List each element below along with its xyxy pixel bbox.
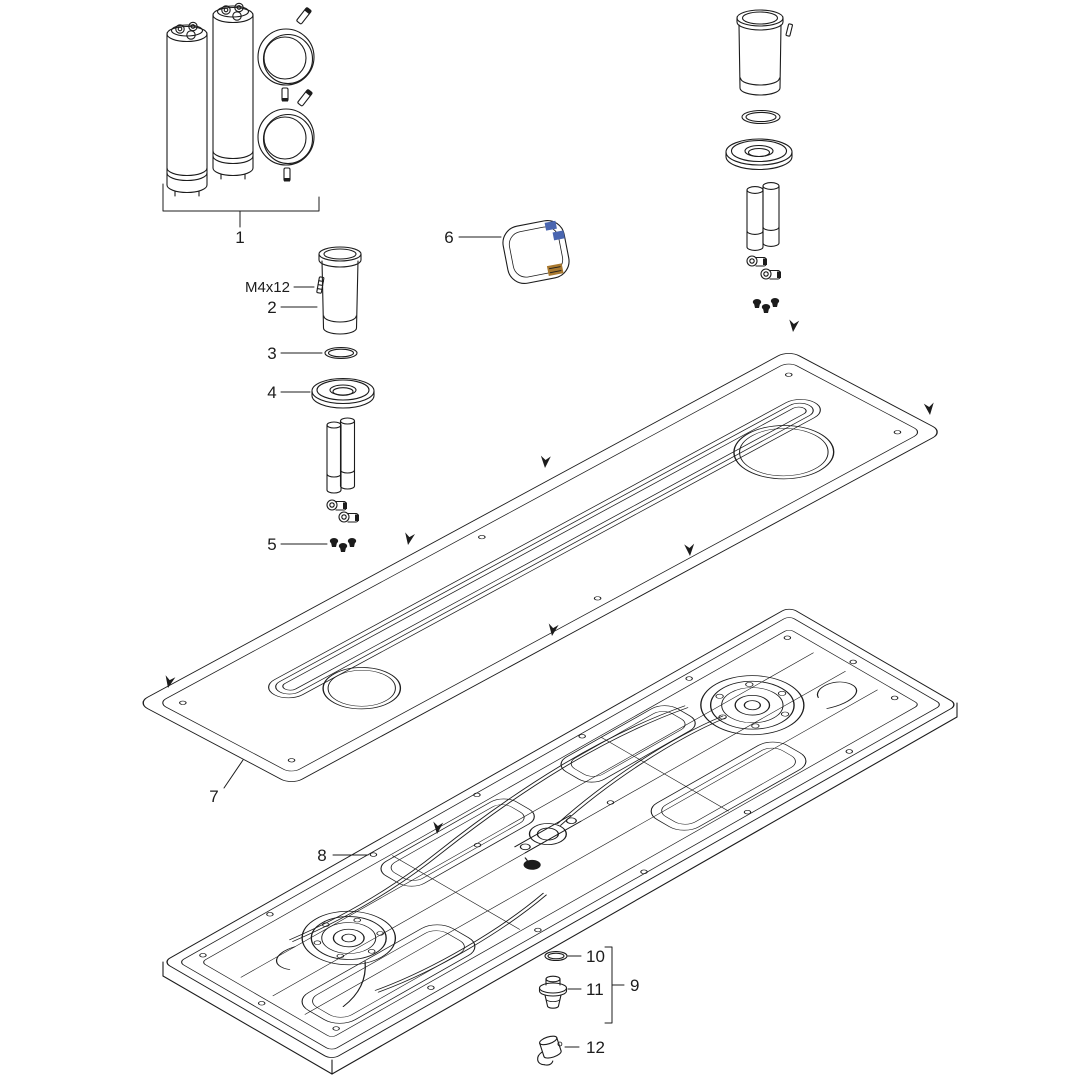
right-column-rosette [725, 138, 793, 171]
part1-cartridge-b [212, 2, 254, 180]
panel-shower-cutout-right [733, 425, 835, 480]
callout-4: 4 [267, 383, 276, 402]
callout-1: 1 [235, 228, 244, 247]
callout-9: 9 [630, 976, 639, 995]
screw-direction-arrows [162, 318, 936, 836]
chassis-right-manifold [700, 675, 805, 736]
callout-3: 3 [267, 344, 276, 363]
left-column-hose-fittings [326, 499, 360, 523]
chassis-hoses [276, 681, 858, 1007]
module-connector-orange [546, 263, 564, 276]
module-connector-blue-2 [552, 230, 565, 241]
part4-rosette [311, 377, 375, 409]
callout-12: 12 [586, 1038, 605, 1057]
callout-labels: 1 M4x12 2 3 4 5 6 7 8 9 10 11 12 [209, 228, 639, 1057]
callout-11: 11 [586, 980, 604, 999]
callout-6: 6 [444, 228, 453, 247]
right-column-twin-tubes [746, 182, 780, 251]
part6-control-module [502, 219, 570, 285]
panel-screw-holes [179, 372, 902, 763]
chassis-modules [301, 705, 807, 1024]
right-column-hose-fittings [746, 255, 782, 280]
panel-shower-cutout-left [322, 667, 402, 710]
left-column-twin-tubes [326, 417, 356, 494]
part8-base-unit [162, 608, 958, 1075]
part7-cover-panel [142, 353, 938, 782]
part3-o-ring [324, 346, 358, 360]
right-column-cylinder [736, 9, 793, 96]
callout-m4x12: M4x12 [245, 279, 290, 296]
right-column-screws [752, 297, 780, 314]
diagram-linework [142, 2, 958, 1075]
callout-8: 8 [317, 846, 326, 865]
part5-screws [329, 537, 357, 553]
callout-leaders [162, 183, 625, 1048]
chassis-central-valve [514, 814, 582, 870]
part2-connection-sleeve [318, 246, 362, 335]
panel-rail-slot [268, 399, 821, 699]
part1-coiled-hose-bottom [257, 89, 315, 182]
callout-5: 5 [267, 535, 276, 554]
chassis-screws [199, 635, 899, 1031]
callout-7: 7 [209, 787, 218, 806]
chassis-left-manifold [301, 910, 397, 966]
part12-securing-clip [537, 1035, 563, 1066]
module-connector-blue-1 [544, 220, 557, 231]
part10-o-ring [544, 950, 568, 962]
callout-10: 10 [586, 947, 605, 966]
callout-2: 2 [267, 298, 276, 317]
part1-coiled-hose-top [257, 7, 315, 102]
part11-outlet-nipple [538, 975, 568, 1009]
right-column-o-ring [741, 109, 781, 125]
part1-cartridge-a [166, 21, 208, 197]
